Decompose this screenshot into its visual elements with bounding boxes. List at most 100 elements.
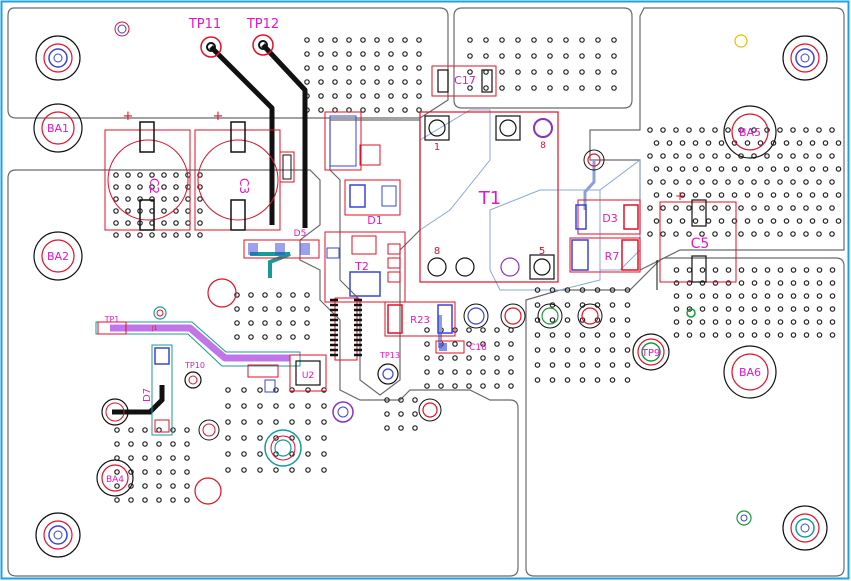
via — [346, 93, 352, 99]
via — [829, 153, 835, 159]
via — [673, 179, 679, 185]
via — [712, 127, 718, 133]
via — [624, 332, 631, 338]
via — [289, 403, 295, 409]
via — [170, 441, 176, 447]
via — [384, 397, 390, 403]
via — [679, 140, 686, 146]
via — [816, 332, 823, 338]
tp9: TP9 — [632, 333, 670, 371]
via — [777, 293, 784, 299]
via — [624, 287, 631, 293]
via — [673, 319, 680, 325]
via — [321, 435, 327, 441]
via — [360, 65, 366, 71]
via — [777, 280, 784, 286]
via — [725, 306, 732, 312]
via — [374, 37, 380, 43]
via — [744, 192, 751, 198]
d7-diode: D7 — [142, 344, 173, 436]
via — [234, 334, 240, 340]
via — [777, 319, 784, 325]
r7-resistor: R7 — [569, 237, 641, 273]
via — [388, 93, 394, 99]
via — [318, 93, 324, 99]
via — [751, 319, 758, 325]
via — [156, 455, 162, 461]
via — [718, 218, 725, 224]
via — [660, 153, 666, 159]
via — [113, 220, 119, 226]
via — [257, 451, 263, 457]
t1-pin5: 5 — [539, 246, 545, 257]
via — [412, 397, 418, 403]
traces — [95, 43, 596, 415]
via — [816, 293, 823, 299]
via — [666, 140, 673, 146]
via — [412, 425, 418, 431]
pour-top-left — [7, 7, 449, 119]
via — [666, 192, 673, 198]
ba6-pad: BA6 — [723, 345, 777, 399]
via — [149, 232, 155, 238]
via — [360, 37, 366, 43]
via — [712, 332, 719, 338]
via — [777, 231, 783, 237]
via — [128, 483, 134, 489]
via — [225, 403, 231, 409]
via — [467, 69, 473, 75]
via — [790, 306, 797, 312]
via — [738, 127, 744, 133]
via — [764, 179, 770, 185]
via — [515, 85, 521, 91]
via — [248, 306, 254, 312]
ba2-pad: BA2 — [33, 231, 83, 281]
via — [508, 369, 514, 375]
via — [534, 302, 541, 308]
via — [289, 467, 295, 473]
via — [452, 383, 458, 389]
via — [653, 140, 660, 146]
via — [679, 218, 686, 224]
via — [796, 166, 803, 172]
via — [374, 51, 380, 57]
via — [699, 280, 706, 286]
via — [738, 231, 744, 237]
via — [184, 497, 190, 503]
via — [770, 166, 777, 172]
t2-transistor: T2 — [324, 231, 406, 303]
trace-tp1-violet — [110, 324, 290, 362]
via — [751, 267, 758, 273]
mounting-hole-bl — [35, 512, 81, 558]
via — [360, 51, 366, 57]
via — [398, 411, 404, 417]
via — [156, 441, 162, 447]
via — [712, 179, 718, 185]
via — [185, 232, 191, 238]
via — [257, 419, 263, 425]
via — [751, 205, 757, 211]
via — [673, 153, 679, 159]
via — [579, 53, 585, 59]
via — [262, 292, 268, 298]
via — [290, 334, 296, 340]
via — [803, 127, 809, 133]
via — [692, 218, 699, 224]
via — [480, 383, 486, 389]
via — [318, 79, 324, 85]
via — [241, 419, 247, 425]
ba3-pad — [101, 398, 129, 426]
via — [494, 355, 500, 361]
c3-capacitor: + C3 — [194, 109, 281, 231]
via — [318, 65, 324, 71]
via — [321, 467, 327, 473]
via — [170, 483, 176, 489]
via — [466, 369, 472, 375]
via — [534, 332, 541, 338]
via — [346, 79, 352, 85]
via — [725, 332, 732, 338]
via — [829, 306, 836, 312]
via — [686, 293, 693, 299]
via — [712, 306, 719, 312]
